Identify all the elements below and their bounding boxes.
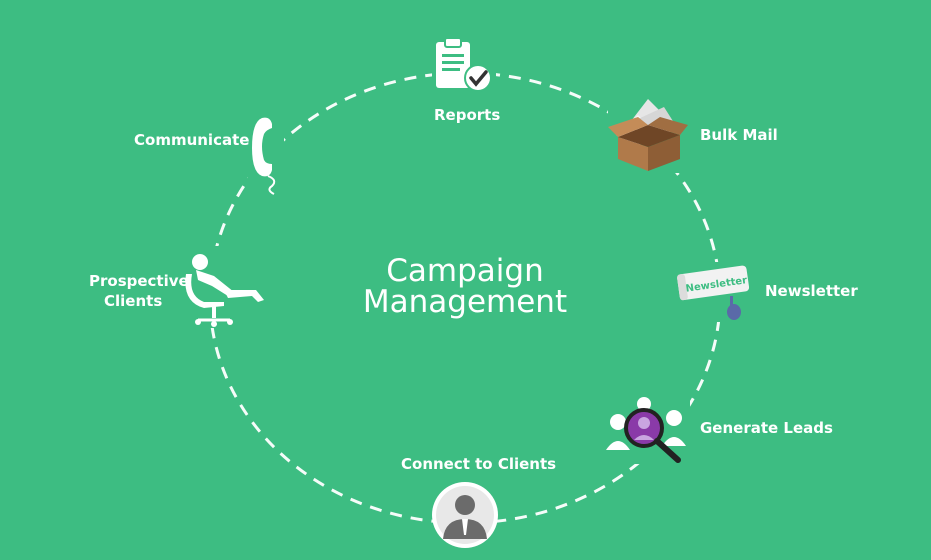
step-label-clients: Clients [104,292,163,310]
phone-handset-icon [248,114,284,196]
diagram-title: Campaign Management [330,256,600,318]
reclining-person-icon [184,246,268,328]
step-label-bulk-mail: Bulk Mail [700,126,778,144]
step-label-generate-leads: Generate Leads [700,419,833,437]
magnifier-people-icon [604,392,690,464]
title-line-2: Management [362,284,568,320]
step-label-newsletter: Newsletter [765,282,858,300]
clipboard-check-icon [432,36,496,94]
title-line-1: Campaign [386,253,544,289]
step-label-reports: Reports [434,106,501,124]
mail-box-icon [608,95,690,173]
step-label-communicate: Communicate [134,131,250,149]
person-avatar-icon [431,481,499,549]
step-label-connect-to-clients: Connect to Clients [401,455,557,473]
newsletter-icon: Newsletter [672,262,756,322]
step-label-prospective: Prospective [89,272,189,290]
